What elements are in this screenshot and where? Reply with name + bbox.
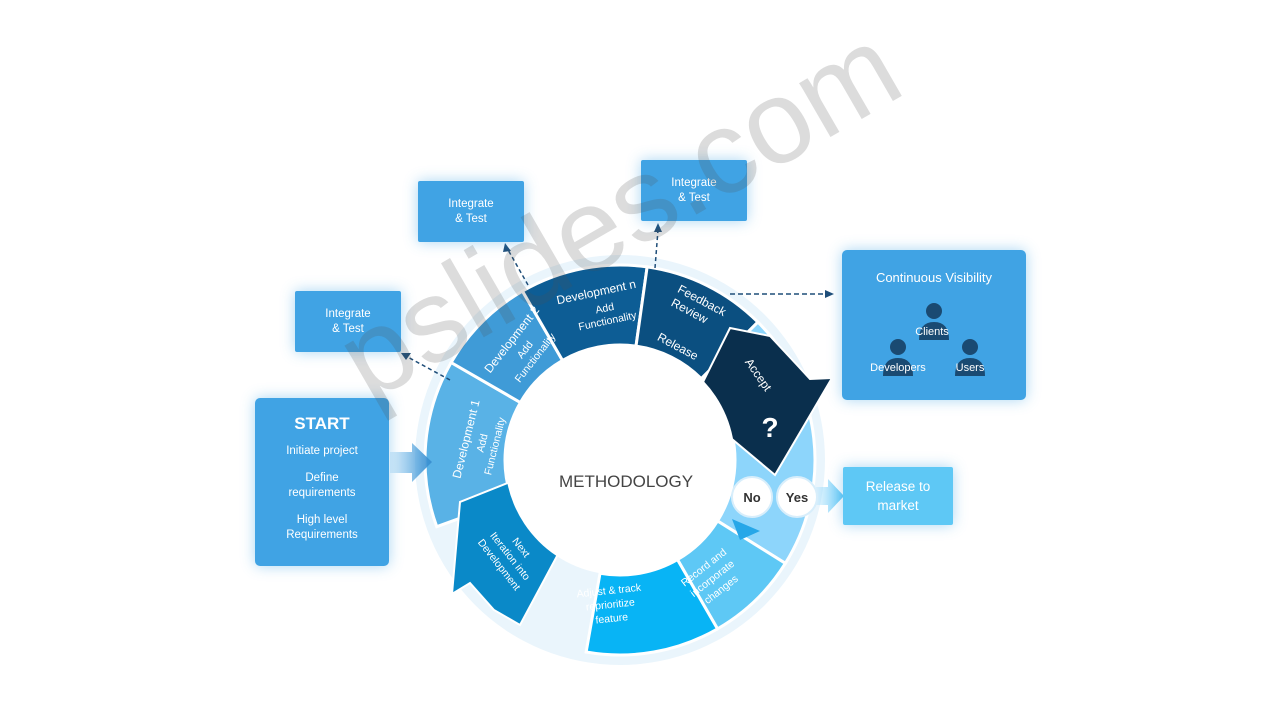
- clients-person-icon: [919, 303, 949, 340]
- users-person-icon: [955, 339, 985, 376]
- no-circle: [731, 476, 773, 518]
- arrowhead-icon: [654, 223, 662, 232]
- start-line-3: High level Requirements: [286, 514, 358, 541]
- no-label: No: [743, 490, 760, 505]
- question-mark: ?: [761, 412, 778, 443]
- release-line1: Release to: [865, 479, 931, 494]
- continuous-visibility-box: Continuous Visibility Clients Developers…: [842, 250, 1026, 400]
- users-label: Users: [955, 362, 985, 374]
- center-label: METHODOLOGY: [559, 472, 693, 491]
- developers-person-icon: [883, 339, 913, 376]
- adjust-line2: reprioritize: [585, 596, 635, 613]
- arrowhead-icon: [503, 243, 511, 252]
- integrate-box-line1: Integrate: [671, 176, 717, 189]
- adjust-line3: feature: [595, 611, 629, 626]
- integrate-box-line1: Integrate: [448, 197, 494, 210]
- arrowhead-icon: [401, 353, 411, 360]
- start-box: START Initiate project Define requiremen…: [255, 398, 389, 566]
- down-arrow-icon: [732, 519, 760, 540]
- start-line-1: Initiate project: [286, 445, 358, 457]
- release-line2: market: [877, 498, 919, 513]
- devn-sub1: Add: [594, 301, 615, 317]
- connector-dev2-integrate: [506, 247, 529, 286]
- connector-dev1-integrate: [403, 354, 451, 381]
- integrate-box-line2: & Test: [332, 322, 364, 335]
- developers-label: Developers: [870, 362, 926, 374]
- yes-arrow: [816, 479, 844, 513]
- integrate-test-box-1: Integrate & Test: [295, 291, 401, 352]
- yes-label: Yes: [786, 490, 808, 505]
- start-title: START: [294, 414, 350, 433]
- integrate-test-box-2: Integrate & Test: [418, 181, 524, 242]
- integrate-box-line1: Integrate: [325, 307, 371, 320]
- start-line-2: Define requirements: [288, 472, 356, 499]
- yes-circle: [776, 476, 818, 518]
- connector-devn-integrate: [654, 229, 659, 269]
- visibility-title: Continuous Visibility: [875, 270, 993, 285]
- release-to-market-box: Release to market: [843, 467, 953, 525]
- arrowhead-icon: [825, 290, 834, 298]
- center-circle: [505, 345, 735, 575]
- integrate-test-box-3: Integrate & Test: [641, 160, 747, 221]
- clients-label: Clients: [915, 326, 949, 338]
- start-arrow: [390, 443, 432, 482]
- integrate-box-line2: & Test: [455, 212, 487, 225]
- dev1-sub1: Add: [475, 432, 491, 453]
- adjust-label-group: Adjust & track reprioritize feature: [576, 582, 642, 627]
- integrate-box-line2: & Test: [678, 191, 710, 204]
